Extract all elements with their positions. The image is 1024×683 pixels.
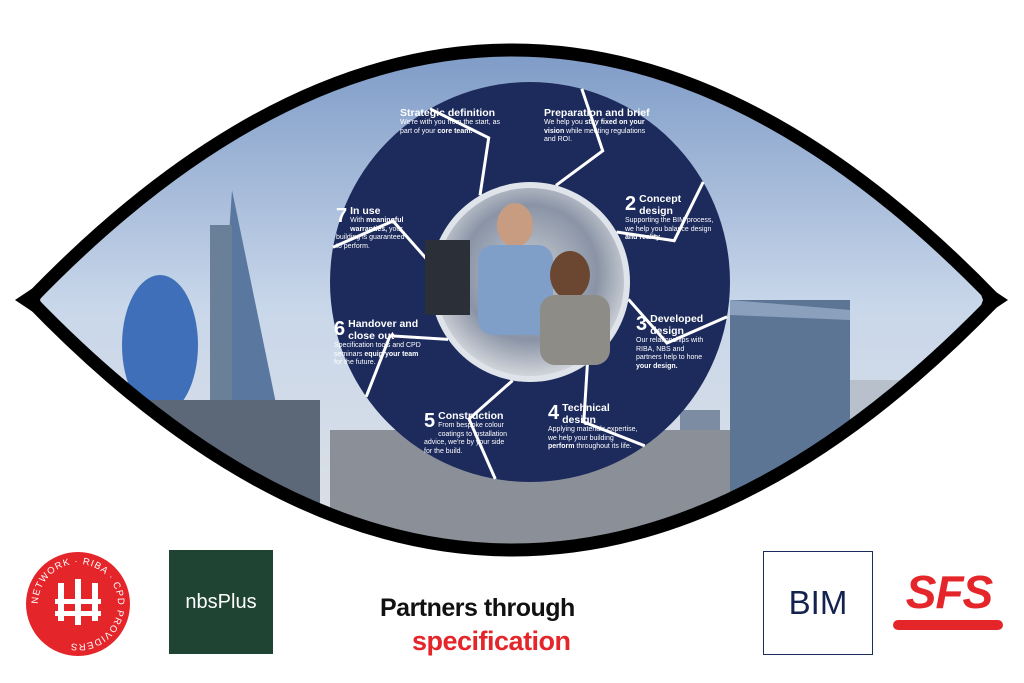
riba-cpd-logo: NETWORK · RIBA · CPD PROVIDERS <box>26 552 130 656</box>
sfs-logo: SFS <box>905 566 993 618</box>
bim-logo: BIM <box>763 551 873 655</box>
segment-chevron <box>627 298 728 345</box>
segment-chevron <box>364 334 449 398</box>
nbs-plus-logo: nbsPlus <box>169 550 273 654</box>
segment-chevron <box>555 88 605 187</box>
segment-chevron <box>467 379 514 480</box>
segment-chevron <box>429 107 491 196</box>
tagline-line1: Partners through <box>380 594 575 622</box>
tagline-line2: specification <box>412 626 571 656</box>
sfs-logo-bar <box>893 620 1003 630</box>
segment-chevron <box>582 363 646 448</box>
segment-chevron <box>332 219 433 266</box>
arrow-right-icon <box>975 278 1008 322</box>
arrow-left-icon <box>15 278 48 322</box>
segment-chevron <box>616 181 705 243</box>
segment-separators <box>332 88 728 480</box>
